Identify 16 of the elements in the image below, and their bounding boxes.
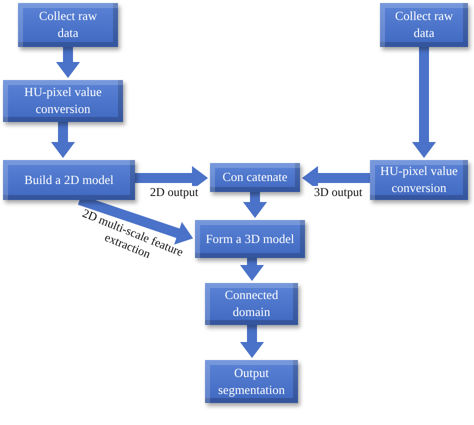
process-box: Con catenate xyxy=(210,163,300,192)
block-arrow xyxy=(412,47,436,158)
process-box: Build a 2D model xyxy=(3,160,135,200)
block-arrow xyxy=(243,192,267,218)
process-box: Output segmentation xyxy=(205,360,298,403)
process-box: Collect raw data xyxy=(380,3,468,47)
process-box: Collect raw data xyxy=(18,3,118,47)
process-box: Connected domain xyxy=(205,283,298,325)
process-box: HU-pixel value conversion xyxy=(3,80,123,122)
edge-label: 3D output xyxy=(312,186,364,200)
block-arrow xyxy=(51,122,75,158)
block-arrow xyxy=(240,325,264,358)
process-box: Form a 3D model xyxy=(195,220,305,258)
block-arrow xyxy=(56,47,80,78)
process-box: HU-pixel value conversion xyxy=(370,160,468,200)
edge-label: 2D output xyxy=(148,186,200,200)
